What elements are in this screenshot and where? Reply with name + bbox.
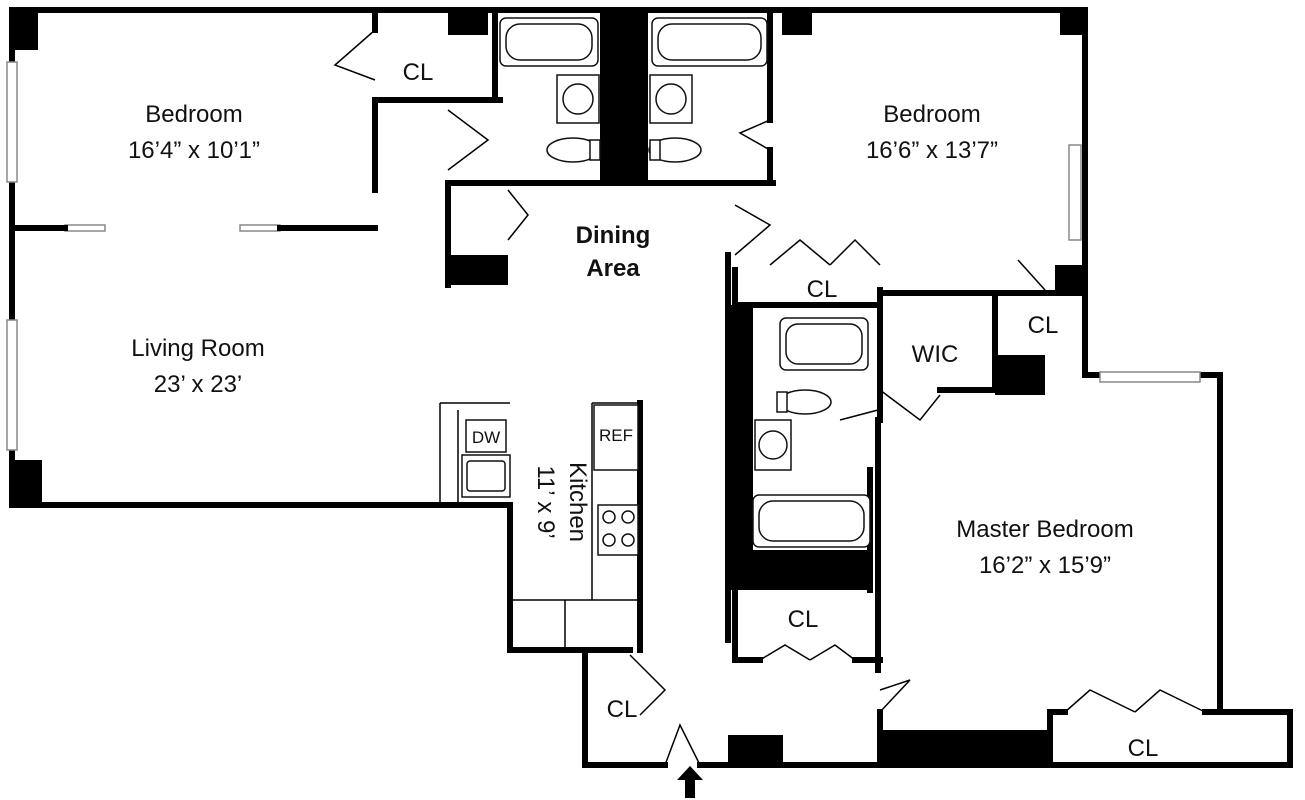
interior-walls: [9, 7, 1223, 768]
doors: [333, 29, 1206, 766]
kitchen-size: 11’ x 9’: [532, 465, 559, 538]
bathroom-fixtures: [499, 17, 871, 548]
closet-label: CL: [403, 59, 434, 86]
bedroom-right-size: 16’6” x 13’7”: [866, 137, 998, 164]
closet-labels: CL CL CL CL CL CL: [403, 59, 1159, 762]
wic-label: WIC: [912, 341, 959, 368]
living-room-name: Living Room: [131, 335, 264, 362]
appliance-labels: DW REF: [472, 426, 633, 447]
kitchen-name: Kitchen: [564, 462, 591, 542]
bedroom-left-size: 16’4” x 10’1”: [128, 137, 260, 164]
closet-label: CL: [1128, 735, 1159, 762]
refrigerator-label: REF: [599, 426, 633, 445]
closet-label: CL: [788, 606, 819, 633]
master-bedroom-name: Master Bedroom: [956, 516, 1133, 543]
closet-label: CL: [607, 696, 638, 723]
dishwasher: [465, 419, 507, 453]
bedroom-left-name: Bedroom: [145, 101, 242, 128]
dishwasher-label: DW: [472, 428, 500, 447]
windows: [6, 61, 1201, 451]
closet-label: CL: [807, 276, 838, 303]
closet-label: CL: [1028, 312, 1059, 339]
kitchen-fixtures: [461, 404, 639, 556]
bedroom-right-name: Bedroom: [883, 101, 980, 128]
dining-label-line2: Area: [586, 255, 640, 282]
toilet-right: [648, 137, 702, 163]
entry-arrow-icon: [677, 766, 703, 798]
master-bedroom-size: 16’2” x 15’9”: [979, 552, 1111, 579]
living-room-size: 23’ x 23’: [154, 371, 243, 398]
room-labels: Bedroom 16’4” x 10’1” Bedroom 16’6” x 13…: [128, 101, 1134, 579]
dining-label-line1: Dining: [576, 222, 651, 249]
refrigerator: [593, 404, 639, 471]
